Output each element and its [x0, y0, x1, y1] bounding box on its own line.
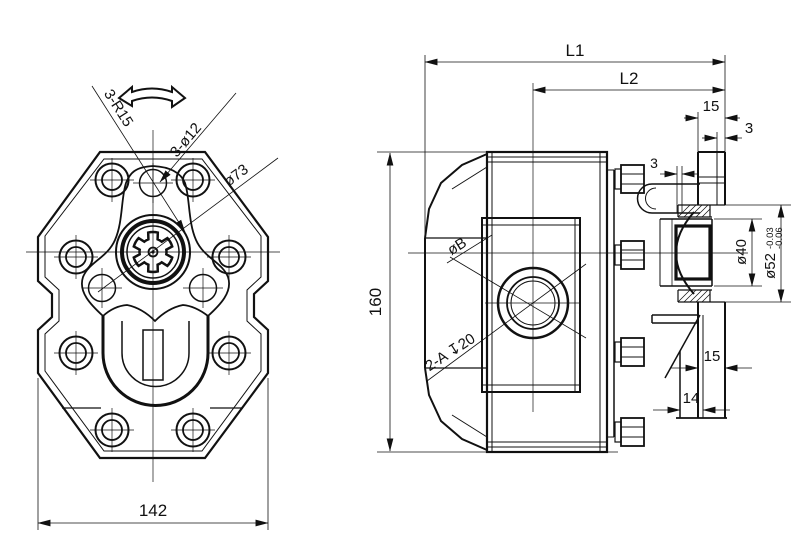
- dim-front-width: 142: [37, 378, 269, 530]
- flange-top-value: 15: [703, 98, 720, 115]
- shaft-key: [674, 224, 712, 281]
- pilot-tol-upper: -0.03: [765, 227, 776, 249]
- step-top-value: 3: [745, 120, 753, 137]
- rotation-direction-arrow: [117, 84, 187, 109]
- hatch-top: [677, 204, 711, 218]
- dim-step-top-3: 3: [702, 120, 753, 152]
- L1-value: L1: [566, 41, 585, 60]
- pilot-dia-value: ø52: [762, 253, 779, 279]
- dim-L2: L2: [532, 69, 726, 94]
- spline-bore: [132, 230, 174, 274]
- front-outline: [36, 150, 270, 460]
- dim-shaft-dia: ø40: [714, 218, 762, 287]
- front-view: 3-R15 3-ø12 ø73 142: [26, 84, 280, 530]
- bolt-gap-value: 3: [650, 155, 658, 171]
- dim-bolt-gap-3: 3: [650, 155, 699, 178]
- drive-shaft: [659, 218, 713, 287]
- mounting-slot: [62, 316, 243, 409]
- pilot-tol-lower: -0.06: [774, 227, 785, 249]
- shaft-dia-value: ø40: [733, 239, 750, 265]
- front-width-value: 142: [139, 501, 167, 520]
- foot-value: 14: [683, 390, 700, 407]
- dim-pilot-dia: ø52 -0.03 -0.06: [714, 204, 791, 303]
- rear-cover: [424, 153, 488, 451]
- height-value: 160: [366, 288, 385, 316]
- front-boss-contour: [81, 165, 230, 323]
- dim-foot-14: 14: [653, 390, 730, 414]
- dim-flange-bottom-15: 15: [671, 348, 752, 372]
- flange-bottom-value: 15: [704, 348, 721, 365]
- L2-value: L2: [620, 69, 639, 88]
- center-boss: [115, 214, 191, 290]
- dim-height-160: 160: [366, 151, 618, 453]
- dim-flange-top-15: 15: [684, 98, 740, 152]
- hatch-bottom: [677, 289, 711, 303]
- port-boss: [426, 217, 587, 393]
- side-view: L1 L2 15 3 3 160: [366, 41, 791, 454]
